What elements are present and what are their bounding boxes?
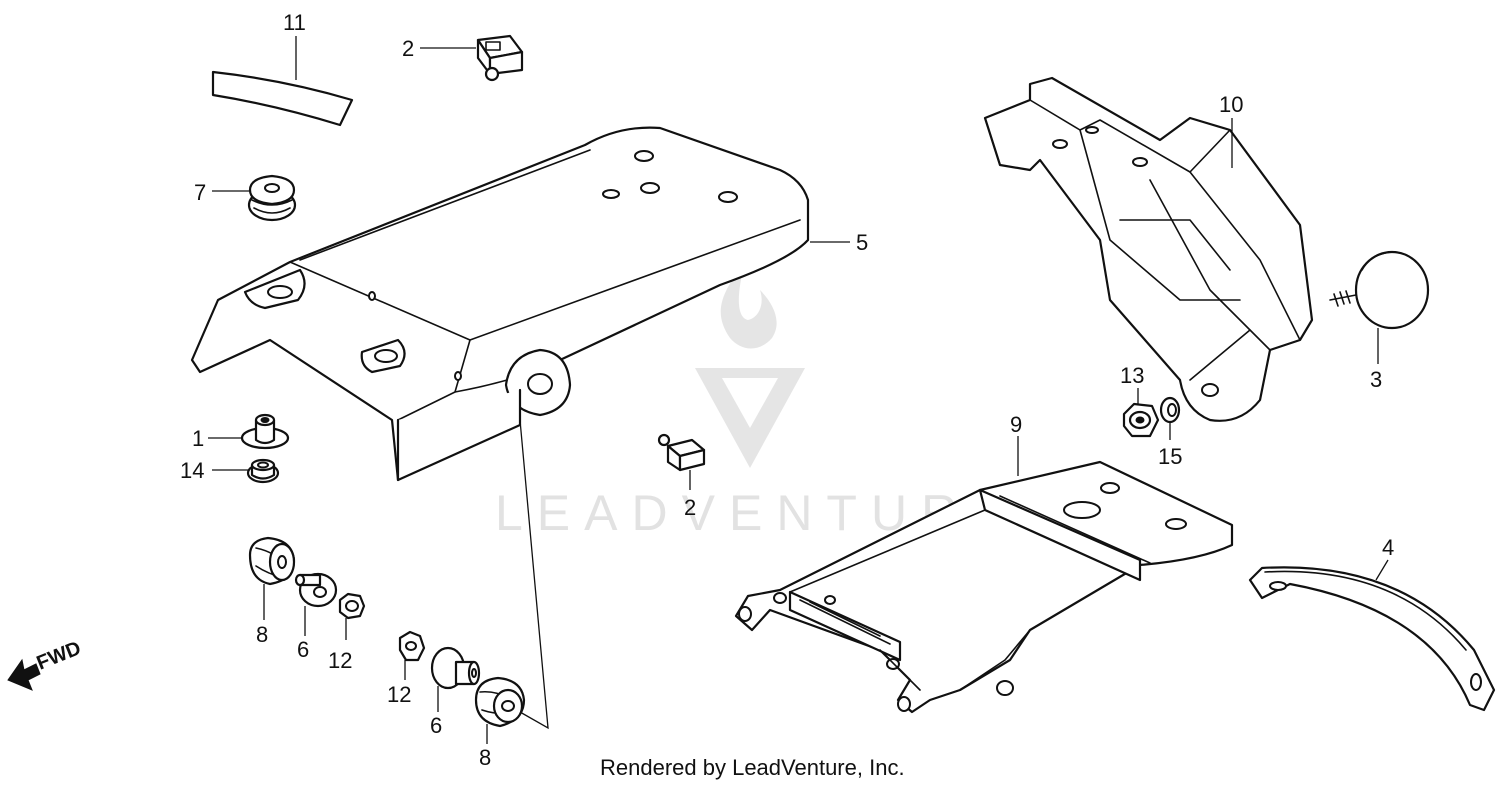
callout-8-left: 8 <box>256 622 268 647</box>
fwd-direction-arrow: FWD <box>7 637 84 691</box>
part-15-washer[interactable] <box>1159 396 1181 424</box>
callout-8-bottom: 8 <box>479 745 491 770</box>
part-13-nut[interactable] <box>1122 402 1160 438</box>
callout-13: 13 <box>1120 363 1144 388</box>
callout-12-bottom: 12 <box>387 682 411 707</box>
fwd-label: FWD <box>34 637 84 674</box>
callout-5: 5 <box>856 230 868 255</box>
part-8-rubber-mount-bottom[interactable] <box>474 676 526 728</box>
callout-9: 9 <box>1010 412 1022 437</box>
part-3-cap[interactable] <box>1329 250 1430 330</box>
callout-4: 4 <box>1382 535 1394 560</box>
part-6-collar-bottom[interactable] <box>430 646 481 690</box>
part-12-nut-left[interactable] <box>338 592 366 620</box>
callout-6-left: 6 <box>297 637 309 662</box>
part-7-grommet[interactable] <box>247 174 297 222</box>
callout-2-middle: 2 <box>684 495 696 520</box>
part-2-clip-nut-middle[interactable] <box>657 433 706 472</box>
callout-3: 3 <box>1370 367 1382 392</box>
callout-14: 14 <box>180 458 204 483</box>
part-4-stay[interactable] <box>1248 566 1496 712</box>
part-14-flange-nut[interactable] <box>246 458 280 484</box>
part-12-nut-bottom[interactable] <box>398 630 426 662</box>
part-2-clip-nut-top[interactable] <box>476 34 524 82</box>
callout-2-top: 2 <box>402 36 414 61</box>
part-9-frame[interactable] <box>734 460 1234 714</box>
part-5-rear-fender[interactable] <box>190 126 810 482</box>
callout-10: 10 <box>1219 92 1243 117</box>
callout-7: 7 <box>194 180 206 205</box>
credit-text: Rendered by LeadVenture, Inc. <box>600 755 905 780</box>
callout-1: 1 <box>192 426 204 451</box>
part-11-decal[interactable] <box>211 70 354 127</box>
callout-6-bottom: 6 <box>430 713 442 738</box>
callout-15: 15 <box>1158 444 1182 469</box>
part-6-collar-left[interactable] <box>294 572 338 608</box>
callout-12-left: 12 <box>328 648 352 673</box>
part-1-collar[interactable] <box>240 413 290 450</box>
watermark-logo <box>695 262 805 468</box>
part-10-bracket[interactable] <box>983 76 1314 422</box>
part-8-rubber-mount-left[interactable] <box>248 536 296 586</box>
callout-11: 11 <box>283 10 306 35</box>
